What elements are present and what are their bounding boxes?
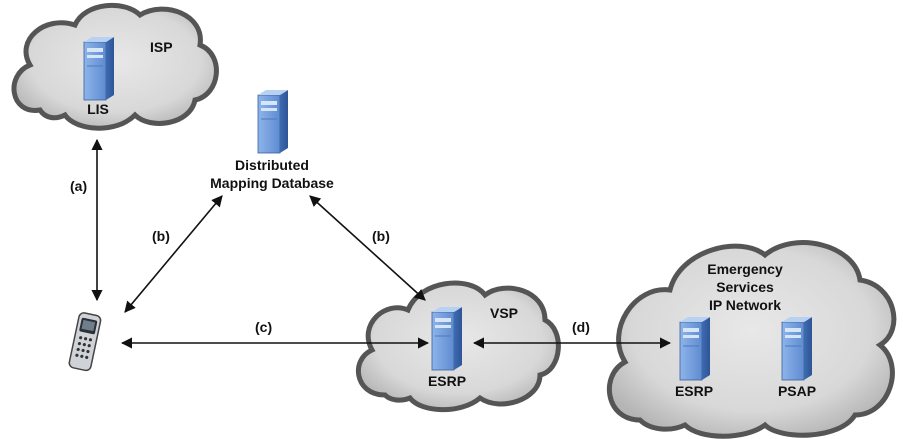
link-d-label: (d): [572, 319, 590, 335]
link-c-label: (c): [255, 319, 272, 335]
es-esrp-label: ESRP: [675, 383, 713, 399]
emergency-network-cloud-icon: [607, 240, 897, 439]
link-b-left-label: (b): [152, 228, 170, 244]
database-title-line2: Mapping Database: [210, 175, 334, 191]
es-esrp-server-icon: [679, 316, 711, 381]
isp-cloud-icon: [11, 2, 219, 131]
link-b-right-arrow: [309, 195, 426, 301]
psap-server-icon: [781, 316, 813, 381]
lis-label: LIS: [87, 101, 109, 117]
es-title-line3: IP Network: [709, 297, 781, 313]
lis-server-icon: [83, 36, 115, 101]
isp-label: ISP: [150, 39, 173, 55]
link-b-right-label: (b): [372, 228, 390, 244]
psap-label: PSAP: [778, 383, 816, 399]
vsp-esrp-label: ESRP: [428, 373, 466, 389]
es-title-line1: Emergency: [707, 261, 783, 277]
link-a-label: (a): [70, 178, 87, 194]
es-title-line2: Services: [716, 279, 774, 295]
phone-icon: [68, 312, 102, 372]
database-server-icon: [257, 89, 289, 154]
database-title-line1: Distributed: [235, 157, 309, 173]
vsp-label: VSP: [490, 305, 518, 321]
vsp-esrp-server-icon: [431, 306, 463, 371]
link-b-left-arrow: [124, 195, 223, 313]
